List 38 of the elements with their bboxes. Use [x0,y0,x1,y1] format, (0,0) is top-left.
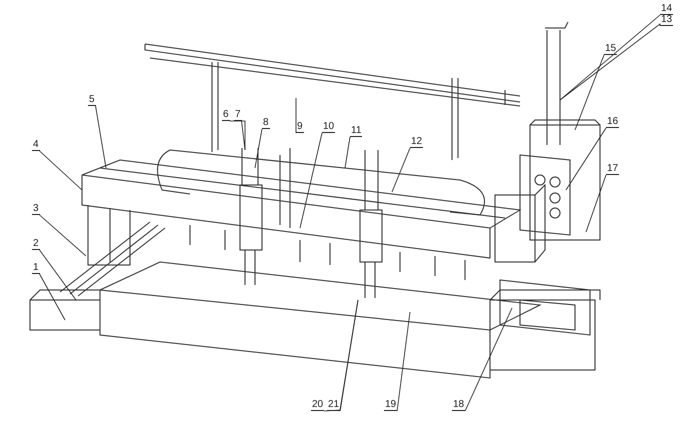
callout-number: 6 [222,109,230,121]
leader-line [586,174,606,232]
callout-number: 10 [322,121,336,133]
leader-line [39,150,82,190]
leader-line [396,312,410,412]
callout-number: 19 [384,399,398,411]
leader-line [241,120,246,150]
leader-line [254,128,262,168]
leader-line [39,274,66,320]
callout-number: 13 [660,14,674,26]
callout-number: 1 [32,262,40,274]
callout-number: 11 [350,125,362,137]
leader-line [574,54,604,130]
leader-line [300,132,322,228]
callout-number: 21 [327,399,340,411]
callout-number: 5 [88,94,96,106]
callout-number: 15 [604,43,618,55]
callout-number: 17 [606,163,620,175]
leader-line [344,136,350,168]
callout-number: 8 [262,117,270,129]
leader-line [229,120,246,150]
leader-line [39,214,86,256]
callout-number: 20 [311,399,324,411]
callout-number: 4 [32,139,40,151]
leader-line [566,128,606,190]
leader-line [39,250,76,300]
leader-line [95,106,106,168]
callout-number: 2 [32,238,40,250]
callout-number: 14 [660,3,674,15]
callout-number: 7 [234,109,242,121]
leader-line [464,308,512,412]
callout-number: 18 [452,399,466,411]
callout-number: 9 [296,121,304,133]
callout-number: 16 [606,116,620,128]
leader-line [392,148,410,192]
callout-number: 12 [410,136,424,148]
leader-line [340,300,358,412]
callout-number: 3 [32,203,40,215]
